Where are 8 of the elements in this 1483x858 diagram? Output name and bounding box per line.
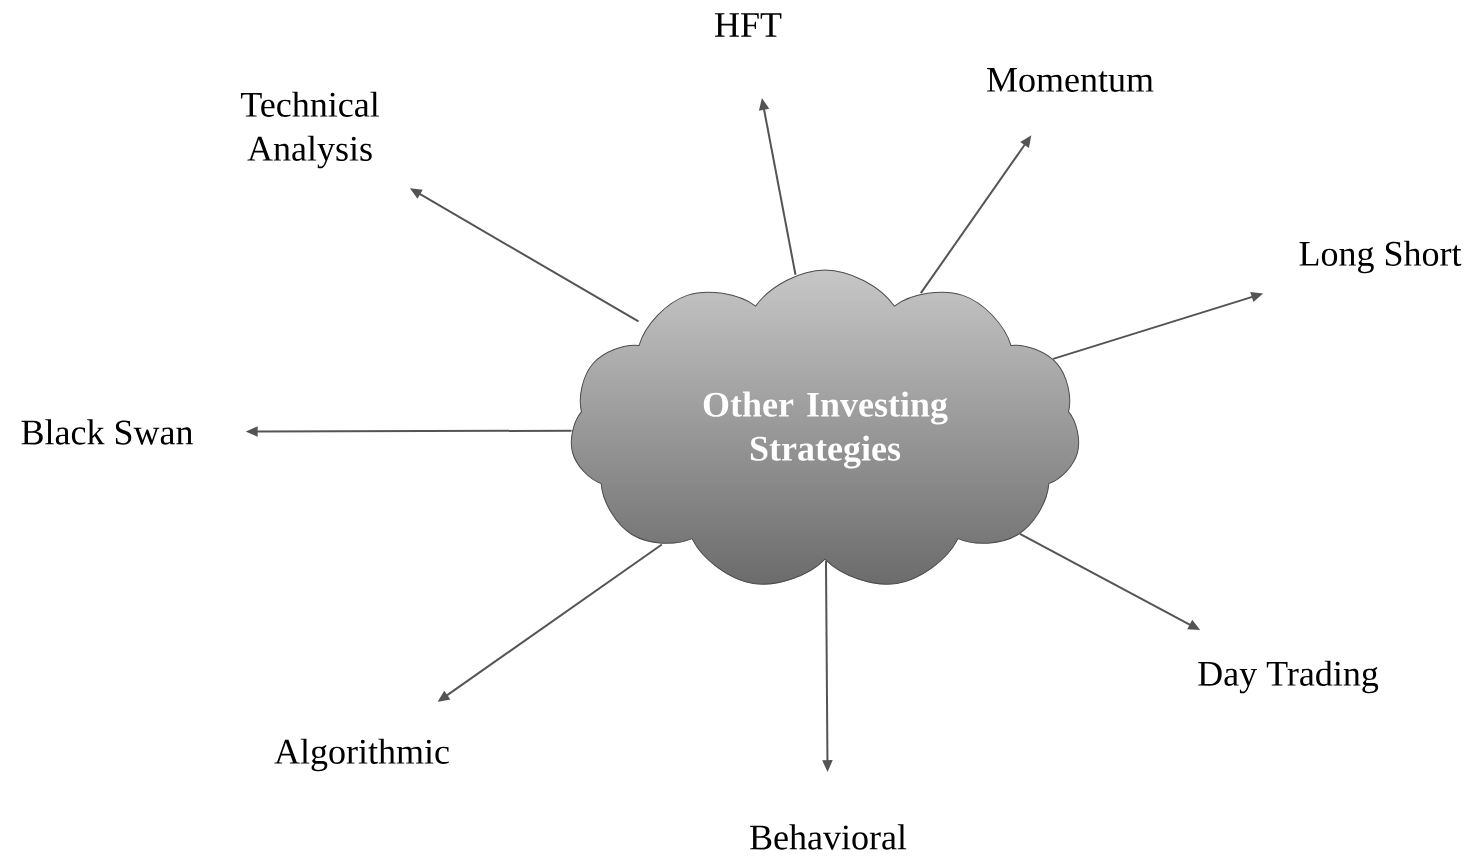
strategy-label: Long Short [1299, 240, 1462, 274]
strategy-label: Algorithmic [274, 738, 449, 772]
strategy-label: Behavioral [750, 824, 907, 850]
strategy-label: Black Swan [21, 419, 193, 445]
strategy-label: Day Trading [1198, 660, 1379, 694]
strategy-label: Momentum [987, 68, 1154, 92]
strategy-label: Technical Analysis [240, 91, 380, 169]
strategy-label: HFT [715, 13, 782, 37]
